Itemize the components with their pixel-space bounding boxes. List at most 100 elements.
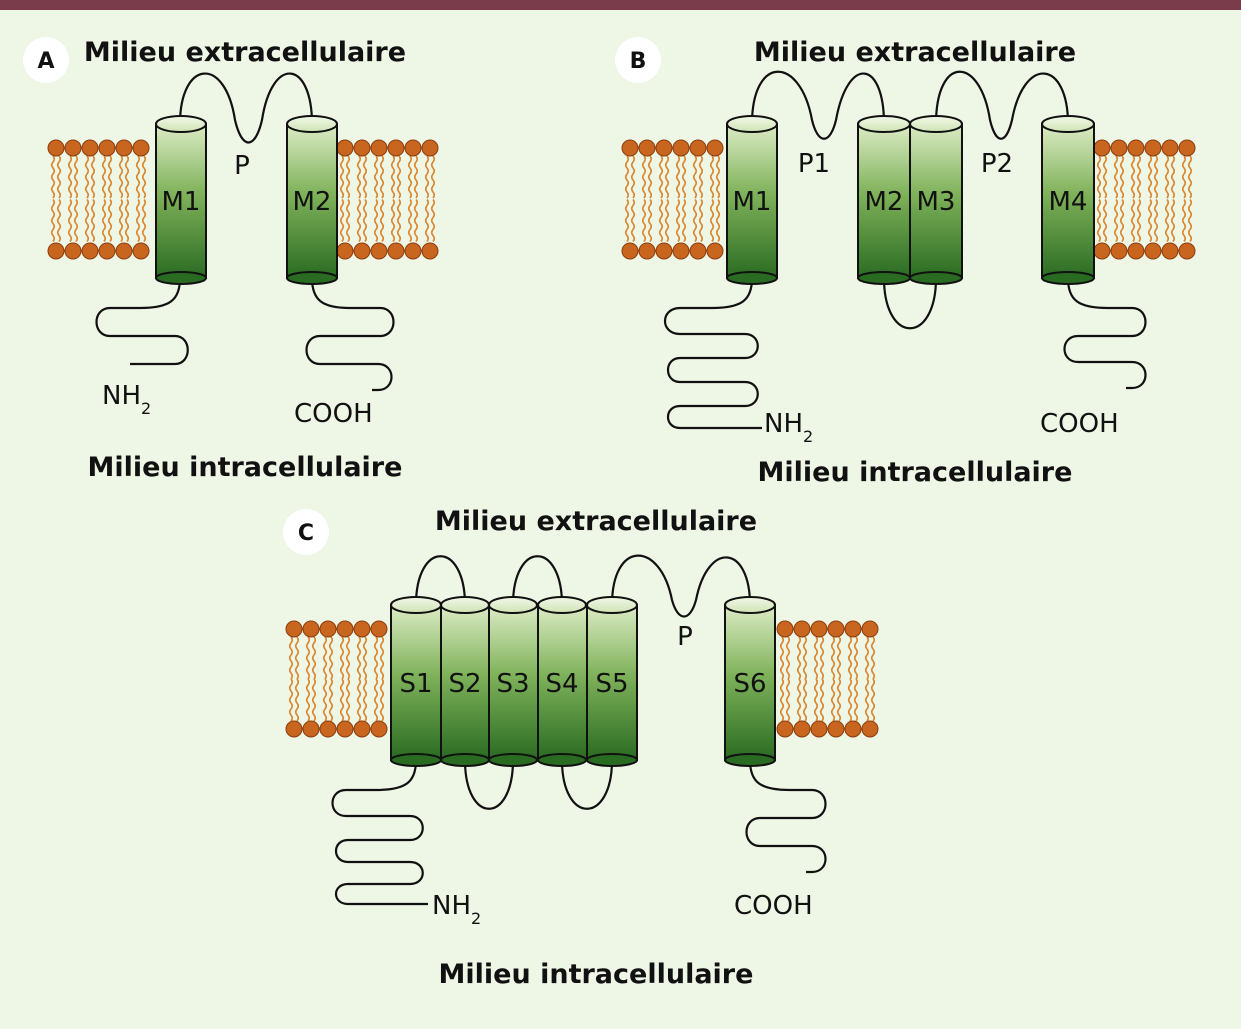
segment-label-s2: S2 [448, 669, 481, 699]
lipid-tail [870, 636, 876, 680]
lipid-tail [1130, 155, 1136, 199]
panel-c: S1 S2 S3 S4 [283, 506, 879, 990]
lipid-tail [658, 198, 664, 243]
lipid-tail [356, 198, 362, 243]
lipid-head [655, 139, 673, 157]
lipid-head [1110, 242, 1128, 260]
lipid-tail [294, 636, 300, 680]
segment-label-b-m4: M4 [1049, 187, 1088, 217]
lipid-tail [124, 198, 130, 243]
lipid-tail [390, 198, 396, 243]
lipid-tail [407, 155, 413, 199]
lipid-tail [681, 155, 687, 199]
lipid-tail [379, 155, 385, 199]
lipid-tail [373, 636, 379, 680]
lipid-tail [101, 198, 107, 243]
intracellular-loop-b [882, 277, 938, 330]
lipid-tail [288, 678, 294, 722]
lipid-tail [802, 678, 808, 722]
lipid-tail [305, 636, 311, 680]
lipid-tail [135, 198, 141, 243]
lipid-head [689, 242, 707, 260]
lipid-tail [345, 678, 351, 722]
lipid-head [404, 242, 422, 260]
lipid-tail [785, 636, 791, 680]
helix-s5: S5 [586, 596, 638, 767]
lipid-tail [107, 198, 113, 243]
lipid-tail [819, 678, 825, 722]
lipid-tail [396, 155, 402, 199]
lipid-tail [779, 678, 785, 722]
lipid-head [655, 242, 673, 260]
lipid-tail [1119, 155, 1125, 199]
lipid-head [98, 242, 116, 260]
lipid-tail [870, 678, 876, 722]
helix-m1: M1 [155, 115, 207, 285]
lipid-tail [73, 155, 79, 199]
lipid-head [827, 720, 845, 738]
lipid-tail [1130, 198, 1136, 243]
badge-c-letter: C [298, 521, 314, 546]
c-terminus-chain-b [1063, 277, 1147, 390]
lipid-head [370, 242, 388, 260]
segment-label-s6: S6 [733, 669, 766, 699]
lipid-head [706, 242, 724, 260]
lipid-head [319, 720, 337, 738]
lipid-tail [56, 155, 62, 199]
lipid-tail [294, 678, 300, 722]
lipid-tail [50, 198, 56, 243]
lipid-tail [379, 198, 385, 243]
lipid-tail [322, 678, 328, 722]
lipid-tail [1164, 198, 1170, 243]
helix-b-m2: M2 [857, 115, 911, 285]
lipid-tail [305, 678, 311, 722]
lipid-tail [135, 155, 141, 199]
lipid-tail [311, 678, 317, 722]
segment-label-b-m3: M3 [917, 187, 956, 217]
lipid-tail [1181, 155, 1187, 199]
lipid-head [285, 720, 303, 738]
lipid-tail [1153, 155, 1159, 199]
lipid-head [302, 620, 320, 638]
lipid-head [336, 139, 354, 157]
lipid-tail [141, 155, 147, 199]
segment-label-b-m2: M2 [865, 187, 904, 217]
intracellular-label-c: Milieu intracellulaire [439, 959, 754, 990]
extracellular-loop-s3-s4 [511, 555, 564, 606]
pore-loop-b1 [750, 70, 886, 140]
lipid-tail [853, 678, 859, 722]
lipid-tail [1136, 198, 1142, 243]
lipid-tail [1170, 198, 1176, 243]
lipid-head [810, 720, 828, 738]
segment-label-m2: M2 [293, 187, 332, 217]
badge-c: C [283, 509, 329, 555]
lipid-head [689, 139, 707, 157]
lipid-tail [675, 198, 681, 243]
lipid-head [370, 139, 388, 157]
helix-s3: S3 [488, 596, 539, 767]
lipid-tail [802, 636, 808, 680]
lipid-head [1178, 242, 1196, 260]
lipid-tail [390, 155, 396, 199]
lipid-tail [715, 155, 721, 199]
lipid-tail [1147, 155, 1153, 199]
lipid-head [132, 139, 150, 157]
pore-label-p-a: P [234, 151, 250, 181]
lipid-tail [630, 198, 636, 243]
lipid-head [421, 242, 439, 260]
lipid-tail [362, 155, 368, 199]
lipid-head [810, 620, 828, 638]
lipid-tail [407, 198, 413, 243]
segment-label-b-m1: M1 [733, 187, 772, 217]
lipid-tail [796, 636, 802, 680]
lipid-head [387, 139, 405, 157]
n-terminus-chain-c [331, 759, 428, 906]
pore-loop-a [178, 72, 314, 144]
lipid-head [336, 242, 354, 260]
lipid-tail [624, 155, 630, 199]
lipid-tail [413, 198, 419, 243]
lipid-tail [373, 678, 379, 722]
lipid-tail [664, 155, 670, 199]
lipid-head [353, 620, 371, 638]
lipid-head [47, 242, 65, 260]
